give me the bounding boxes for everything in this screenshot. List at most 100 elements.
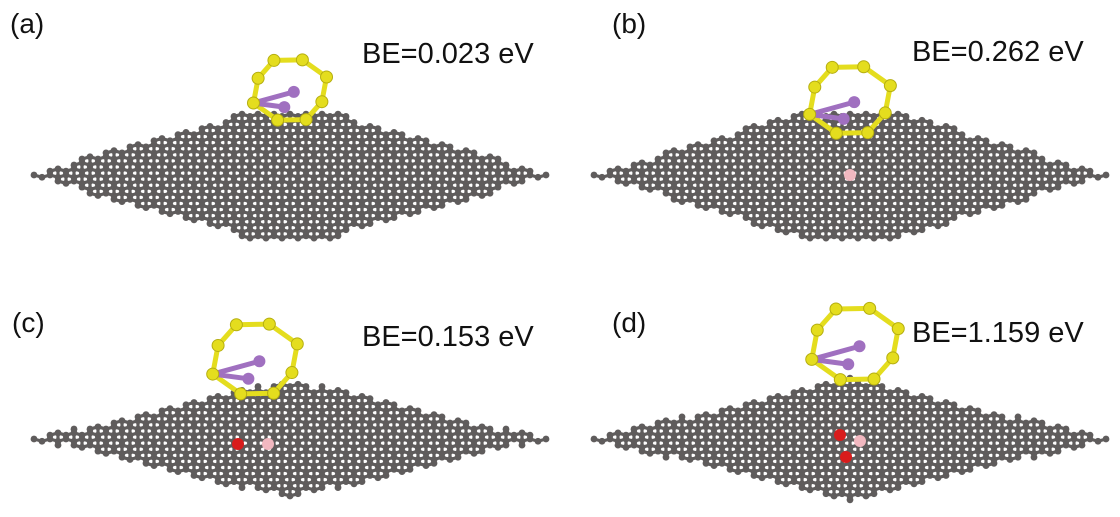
carbon-atom xyxy=(694,153,702,161)
carbon-atom xyxy=(1086,171,1094,179)
carbon-atom xyxy=(326,165,334,173)
carbon-atom xyxy=(1006,159,1014,167)
carbon-atom xyxy=(1038,171,1046,179)
carbon-atom xyxy=(350,195,358,203)
carbon-atom xyxy=(398,147,406,155)
carbon-atom xyxy=(902,165,910,173)
carbon-atom xyxy=(790,189,798,197)
carbon-atom xyxy=(1014,165,1022,173)
carbon-atom xyxy=(174,195,182,203)
carbon-atom xyxy=(270,195,278,203)
carbon-atom xyxy=(910,183,918,191)
carbon-atom xyxy=(262,141,270,149)
carbon-atom xyxy=(286,183,294,191)
carbon-atom xyxy=(1062,177,1070,185)
carbon-atom xyxy=(230,226,238,234)
carbon-atom xyxy=(718,147,726,155)
carbon-atom xyxy=(950,214,958,221)
carbon-atom xyxy=(94,183,102,191)
carbon-atom xyxy=(326,153,334,161)
carbon-atom xyxy=(406,177,414,185)
carbon-atom xyxy=(278,141,286,149)
carbon-atom xyxy=(886,129,894,136)
carbon-atom xyxy=(430,195,438,203)
carbon-atom xyxy=(374,202,382,209)
carbon-atom xyxy=(814,208,822,215)
carbon-atom xyxy=(726,189,734,197)
carbon-atom xyxy=(926,147,934,155)
carbon-atom xyxy=(294,234,302,242)
carbon-atom xyxy=(726,177,734,185)
carbon-atom xyxy=(894,232,902,240)
sulfur-atom xyxy=(246,96,260,110)
carbon-atom xyxy=(814,171,822,179)
carbon-atom xyxy=(766,135,774,142)
carbon-atom xyxy=(790,214,798,221)
carbon-atom xyxy=(174,208,182,215)
lithium-atom xyxy=(837,112,850,125)
carbon-atom xyxy=(886,234,894,242)
carbon-atom xyxy=(254,122,262,130)
carbon-atom xyxy=(446,159,454,167)
carbon-atom xyxy=(862,171,870,179)
carbon-atom xyxy=(854,214,862,221)
carbon-atom xyxy=(166,165,174,173)
carbon-atom xyxy=(342,153,350,161)
carbon-atom xyxy=(750,195,758,203)
carbon-atom xyxy=(806,214,814,221)
carbon-atom xyxy=(542,171,550,179)
carbon-atom xyxy=(990,183,998,191)
carbon-atom xyxy=(806,177,814,185)
carbon-atom xyxy=(390,202,398,209)
carbon-atom xyxy=(750,122,758,130)
carbon-atom xyxy=(238,122,246,130)
carbon-atom xyxy=(118,165,126,173)
carbon-atom xyxy=(334,208,342,215)
carbon-atom xyxy=(190,183,198,191)
carbon-atom xyxy=(294,129,302,136)
carbon-atom xyxy=(142,159,150,167)
carbon-atom xyxy=(726,202,734,209)
carbon-atom xyxy=(246,165,254,173)
carbon-atom xyxy=(302,171,310,179)
carbon-atom xyxy=(742,177,750,185)
carbon-atom xyxy=(822,234,830,242)
carbon-atom xyxy=(982,153,990,161)
carbon-atom xyxy=(270,135,278,142)
carbon-atom xyxy=(350,122,358,130)
carbon-atom xyxy=(782,208,790,215)
carbon-atom xyxy=(342,129,350,136)
s8-li2s-cluster-b xyxy=(803,60,897,140)
carbon-atom xyxy=(438,189,446,197)
carbon-atom xyxy=(126,147,134,155)
carbon-atom xyxy=(390,141,398,149)
carbon-atom xyxy=(206,147,214,155)
carbon-atom xyxy=(246,234,254,242)
carbon-atom xyxy=(126,183,134,191)
carbon-atom xyxy=(726,153,734,161)
carbon-atom xyxy=(646,177,654,185)
carbon-atom xyxy=(798,147,806,155)
carbon-atom xyxy=(254,159,262,167)
carbon-atom xyxy=(302,135,310,142)
carbon-atom xyxy=(726,141,734,149)
carbon-atom xyxy=(974,208,982,215)
carbon-atom xyxy=(390,177,398,185)
carbon-atom xyxy=(806,234,814,242)
carbon-atom xyxy=(774,214,782,221)
carbon-atom xyxy=(118,189,126,197)
carbon-atom xyxy=(462,147,470,155)
carbon-atom xyxy=(1030,165,1038,173)
carbon-atom xyxy=(110,147,118,155)
carbon-atom xyxy=(214,222,222,230)
carbon-atom xyxy=(862,159,870,167)
carbon-atom xyxy=(46,171,54,179)
carbon-atom xyxy=(190,135,198,142)
carbon-atom xyxy=(486,153,494,161)
carbon-atom xyxy=(902,202,910,209)
carbon-atom xyxy=(902,129,910,136)
carbon-atom xyxy=(166,210,174,218)
carbon-atom xyxy=(342,226,350,234)
carbon-atom xyxy=(54,177,62,185)
sulfur-atom xyxy=(857,60,871,74)
